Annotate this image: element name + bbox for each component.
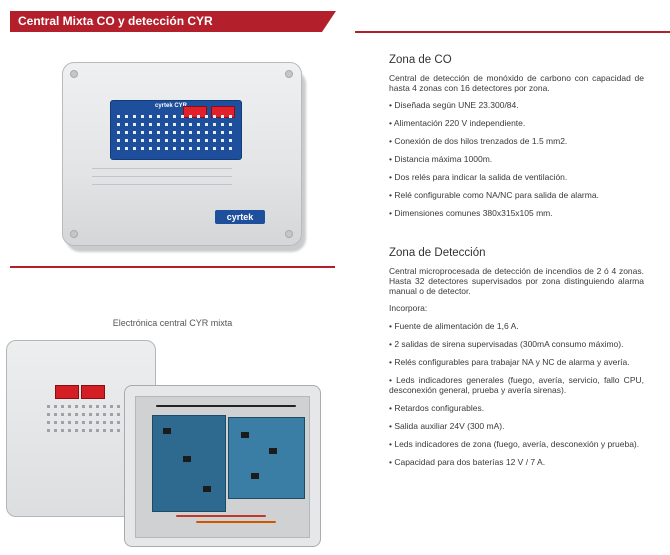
list-item: Alimentación 220 V independiente.	[389, 118, 644, 128]
page-title-banner: Central Mixta CO y detección CYR	[10, 11, 336, 32]
page-title: Central Mixta CO y detección CYR	[18, 14, 213, 28]
led-row	[47, 413, 147, 416]
list-item: Leds indicadores generales (fuego, averí…	[389, 375, 644, 395]
screw	[285, 70, 293, 78]
screw	[70, 70, 78, 78]
chip	[183, 456, 191, 462]
zona-deteccion-section: Zona de Detección Central microprocesada…	[389, 247, 644, 475]
led-row	[117, 123, 235, 126]
open-enclosure	[124, 385, 321, 547]
wire	[196, 521, 276, 523]
list-item: 2 salidas de sirena supervisadas (300mA …	[389, 339, 644, 349]
divider	[355, 31, 670, 33]
led-row	[117, 131, 235, 134]
screw	[70, 230, 78, 238]
closed-panel-photo: cyrtek CYR cyrtek	[40, 40, 320, 255]
vent-line	[92, 168, 232, 169]
led-row	[47, 405, 147, 408]
led-row	[117, 139, 235, 142]
list-item: Relé configurable como NA/NC para salida…	[389, 190, 644, 200]
led-row	[47, 421, 147, 424]
brand-logo: cyrtek	[215, 210, 265, 224]
wire	[156, 405, 296, 407]
circuit-board	[228, 417, 305, 499]
display-red	[55, 385, 79, 399]
list-item: Dimensiones comunes 380x315x105 mm.	[389, 208, 644, 218]
list-item: Capacidad para dos baterías 12 V / 7 A.	[389, 457, 644, 467]
vent-line	[92, 184, 232, 185]
list-item: Salida auxiliar 24V (300 mA).	[389, 421, 644, 431]
list-item: Conexión de dos hilos trenzados de 1.5 m…	[389, 136, 644, 146]
led-row	[117, 147, 235, 150]
chip	[163, 428, 171, 434]
section-description: Central microprocesada de detección de i…	[389, 266, 644, 296]
section-title: Zona de CO	[389, 54, 452, 66]
chip	[269, 448, 277, 454]
panel-control-face: cyrtek CYR	[110, 100, 242, 160]
enclosure-inner	[135, 396, 310, 538]
list-item: Dos relés para indicar la salida de vent…	[389, 172, 644, 182]
section-title: Zona de Detección	[389, 247, 486, 259]
open-panel-photo	[6, 340, 326, 550]
face-logo: cyrtek CYR	[155, 103, 188, 109]
list-item: Relés configurables para trabajar NA y N…	[389, 357, 644, 367]
divider	[10, 266, 335, 268]
section-description: Central de detección de monóxido de carb…	[389, 73, 644, 93]
zona-co-section: Zona de CO Central de detección de monóx…	[389, 54, 644, 226]
list-item: Fuente de alimentación de 1,6 A.	[389, 321, 644, 331]
circuit-board	[152, 415, 226, 512]
led-row	[47, 429, 147, 432]
feature-list: Fuente de alimentación de 1,6 A. 2 salid…	[389, 321, 644, 467]
display-red	[81, 385, 105, 399]
vent-line	[92, 176, 232, 177]
chip	[251, 473, 259, 479]
photo-caption: Electrónica central CYR mixta	[112, 318, 233, 328]
feature-list: Diseñada según UNE 23.300/84. Alimentaci…	[389, 100, 644, 218]
wire	[176, 515, 266, 517]
list-item: Distancia máxima 1000m.	[389, 154, 644, 164]
list-item: Leds indicadores de zona (fuego, avería,…	[389, 439, 644, 449]
incorpora-label: Incorpora:	[389, 303, 428, 313]
screw	[285, 230, 293, 238]
led-row	[117, 115, 235, 118]
chip	[203, 486, 211, 492]
chip	[241, 432, 249, 438]
list-item: Diseñada según UNE 23.300/84.	[389, 100, 644, 110]
list-item: Retardos configurables.	[389, 403, 644, 413]
